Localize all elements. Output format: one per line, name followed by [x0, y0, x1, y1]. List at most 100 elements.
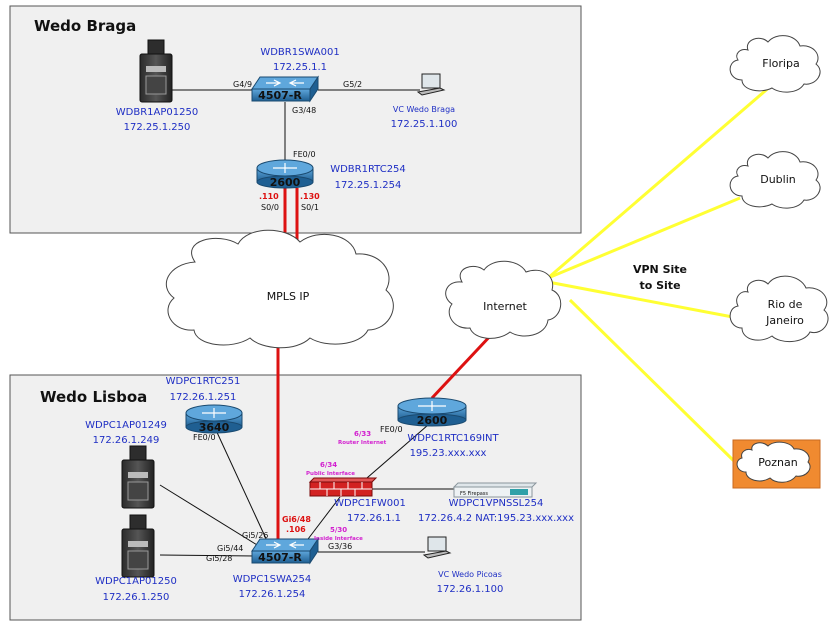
firewall-top: [308, 477, 378, 483]
port-g4-9: G4/9: [233, 80, 252, 89]
port-gi6-48: Gi6/48: [282, 515, 311, 524]
switch-wdbr1swa001: [251, 75, 319, 103]
label-wdpc1rtc169int-name: WDPC1RTC169INT: [407, 433, 499, 444]
vpn-links: [547, 83, 773, 464]
mpls-cloud: [165, 229, 394, 349]
label-wdbr1rtc254-ip: 172.25.1.254: [335, 180, 402, 191]
label-wdpc1vpnssl254-name: WDPC1VPNSSL254: [449, 498, 544, 509]
switch-top-face: [251, 538, 319, 552]
monitor-vc-picoas: [422, 536, 452, 559]
port-gi5-28: Gi5/28: [206, 554, 232, 563]
link-router169-fw: [359, 424, 429, 485]
router-bottom: [256, 175, 314, 189]
label-vc-picoas-name: VC Wedo Picoas: [438, 570, 502, 579]
port-6-34: 6/34: [320, 461, 337, 469]
router-wdbr1rtc254: [256, 159, 314, 189]
model-label-wdpc1rtc251: 3640: [199, 421, 230, 434]
switch-top-face: [251, 76, 319, 90]
label-vc-picoas-ip: 172.26.1.100: [437, 584, 504, 595]
rio-cloud: [729, 275, 829, 342]
label-wdpc1ap01250-name: WDPC1AP01250: [95, 576, 177, 587]
server-slot: [127, 481, 149, 501]
router-wdpc1rtc251: [185, 404, 243, 434]
label-wdbr1rtc254-name: WDBR1RTC254: [330, 164, 406, 175]
link-ap1249-switch: [159, 484, 263, 549]
port-g3-48: G3/48: [292, 106, 316, 115]
label-vc-braga-ip: 172.25.1.100: [391, 119, 458, 130]
port-public-interface: Public Interface: [306, 471, 355, 477]
dublin-cloud-label: Dublin: [760, 173, 796, 186]
link-3640-switch: [214, 427, 269, 544]
firewall-wdpc1fw001: [308, 477, 378, 497]
label-wdpc1ap01249-name: WDPC1AP01249: [85, 420, 167, 431]
port-gi5-44: Gi5/44: [217, 544, 243, 553]
rio-cloud-label-line1: Rio de: [768, 298, 803, 311]
switch-arrows-icon: [266, 79, 304, 87]
switch-arrows-icon: [266, 541, 304, 549]
floripa-cloud-label: Floripa: [762, 57, 799, 70]
router-arrows-icon: [418, 401, 446, 411]
vpn-line-rio: [547, 280, 739, 320]
internet-cloud: [445, 260, 562, 339]
vpn-line-floripa: [547, 83, 773, 280]
wan-links: [276, 188, 495, 545]
appliance-wdpc1vpnssl254: F5 Firepass: [452, 482, 538, 498]
model-label-wdbr1swa001: 4507-R: [258, 89, 302, 102]
link-fw-switch: [304, 496, 341, 544]
site-lisboa-title: Wedo Lisboa: [40, 388, 147, 406]
port-s0-1-ip: .130: [300, 192, 320, 201]
monitor-base: [416, 87, 446, 96]
label-wdpc1ap01249-ip: 172.26.1.249: [93, 435, 160, 446]
server-slot: [128, 472, 148, 478]
port-gi5-26: Gi5/26: [242, 531, 268, 540]
port-g5-2: G5/2: [343, 80, 362, 89]
model-label-wdbr1rtc254: 2600: [270, 176, 301, 189]
label-wdpc1rtc169int-ip: 195.23.xxx.xxx: [410, 448, 487, 459]
rio-cloud-label-line2: Janeiro: [765, 314, 804, 327]
monitor-base: [422, 550, 452, 559]
floripa-cloud: [729, 35, 821, 93]
port-fe0-0-169: FE0/0: [380, 425, 403, 434]
label-vc-braga-name: VC Wedo Braga: [393, 105, 455, 114]
server-slot: [128, 541, 148, 547]
server-wdbr1ap01250: [139, 39, 173, 103]
switch-side-face: [309, 537, 319, 565]
server-wdpc1ap01249: [121, 445, 155, 509]
label-wdbr1ap01250-name: WDBR1AP01250: [116, 107, 198, 118]
model-label-wdpc1rtc169int: 2600: [417, 414, 448, 427]
firewall-bricks-icon: [310, 482, 372, 496]
monitor-vc-braga: [416, 73, 446, 96]
label-wdpc1swa254-ip: 172.26.1.254: [239, 589, 306, 600]
server-slot: [146, 66, 166, 72]
router-bottom: [397, 413, 467, 427]
poznan-cloud: [736, 441, 811, 483]
port-6-33: 6/33: [354, 430, 371, 438]
router-bottom: [185, 420, 243, 434]
appliance-body: [453, 486, 533, 498]
dublin-cloud: [729, 151, 821, 209]
port-g3-36: G3/36: [328, 542, 352, 551]
model-label-wdpc1swa254: 4507-R: [258, 551, 302, 564]
port-fe0-0-3640: FE0/0: [193, 433, 216, 442]
appliance-badge: F5 Firepass: [460, 491, 488, 497]
monitor-screen: [427, 536, 447, 552]
site-braga-title: Wedo Braga: [34, 17, 136, 35]
vpn-line-poznan: [568, 298, 737, 464]
port-router-internet: Router Internet: [338, 440, 387, 446]
port-gi6-48-ip: .106: [286, 525, 306, 534]
switch-side-face: [309, 75, 319, 103]
label-wdbr1swa001-ip: 172.25.1.1: [273, 62, 327, 73]
port-s0-1: S0/1: [301, 203, 319, 212]
appliance-top: [452, 482, 538, 488]
router-wdpc1rtc169int: [397, 397, 467, 427]
monitor-screen: [421, 73, 441, 89]
mpls-cloud-label: MPLS IP: [267, 290, 310, 303]
label-wdbr1swa001-name: WDBR1SWA001: [260, 47, 339, 58]
switch-wdpc1swa254: [251, 537, 319, 565]
appliance-accent: [510, 489, 528, 495]
server-wdpc1ap01250: [121, 514, 155, 578]
label-wdpc1rtc251-ip: 172.26.1.251: [170, 392, 237, 403]
poznan-cloud-label: Poznan: [758, 456, 797, 469]
vpn-line-dublin: [547, 196, 741, 280]
